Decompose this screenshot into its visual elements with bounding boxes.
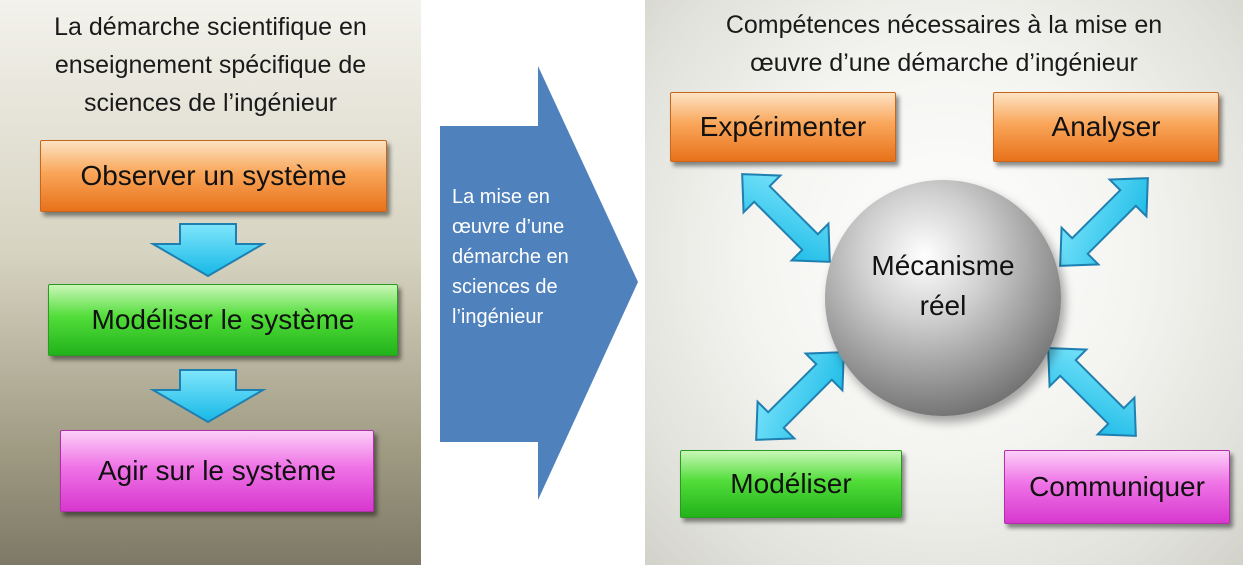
step-observer-box: Observer un système bbox=[40, 140, 387, 212]
step-modeliser-label: Modéliser le système bbox=[91, 304, 355, 335]
center-text-line: l’ingénieur bbox=[452, 306, 544, 328]
down-arrow-icon bbox=[149, 369, 267, 424]
right-title-line: Compétences nécessaires à la mise en bbox=[725, 11, 1163, 39]
competence-modeliser-box: Modéliser bbox=[680, 450, 902, 518]
left-title-line: sciences de l’ingénieur bbox=[84, 89, 337, 117]
competence-modeliser-label: Modéliser bbox=[730, 468, 852, 499]
step-modeliser-box: Modéliser le système bbox=[48, 284, 398, 356]
competence-analyser-label: Analyser bbox=[1051, 111, 1161, 142]
down-arrow-icon bbox=[149, 223, 267, 278]
competence-analyser-box: Analyser bbox=[993, 92, 1219, 162]
big-right-arrow bbox=[440, 66, 638, 500]
double-arrow-icon bbox=[1040, 158, 1168, 286]
step-observer-label: Observer un système bbox=[80, 160, 347, 191]
left-title-line: enseignement spécifique de bbox=[54, 51, 367, 79]
competence-experimenter-box: Expérimenter bbox=[670, 92, 896, 162]
right-title-line: œuvre d’une démarche d’ingénieur bbox=[750, 49, 1138, 77]
step-agir-box: Agir sur le système bbox=[60, 430, 374, 512]
center-text-line: La mise en bbox=[452, 186, 550, 208]
competence-communiquer-box: Communiquer bbox=[1004, 450, 1230, 524]
step-agir-label: Agir sur le système bbox=[97, 455, 337, 486]
right-title: Compétences nécessaires à la mise en œuv… bbox=[645, 6, 1243, 82]
center-text-line: œuvre d’une bbox=[452, 216, 565, 238]
sphere-label-line: Mécanisme bbox=[871, 250, 1015, 281]
sphere-label: Mécanisme réel bbox=[871, 246, 1014, 326]
left-title-line: La démarche scientifique en bbox=[54, 13, 367, 41]
sphere-label-line: réel bbox=[919, 290, 967, 321]
competence-experimenter-label: Expérimenter bbox=[699, 111, 867, 142]
center-text-line: sciences de bbox=[452, 276, 558, 298]
mecanisme-sphere: Mécanisme réel bbox=[825, 180, 1061, 416]
competence-communiquer-label: Communiquer bbox=[1029, 471, 1205, 502]
center-arrow-text: La mise en œuvre d’une démarche en scien… bbox=[452, 182, 622, 332]
center-text-line: démarche en bbox=[452, 246, 569, 268]
left-title: La démarche scientifique en enseignement… bbox=[0, 8, 421, 122]
